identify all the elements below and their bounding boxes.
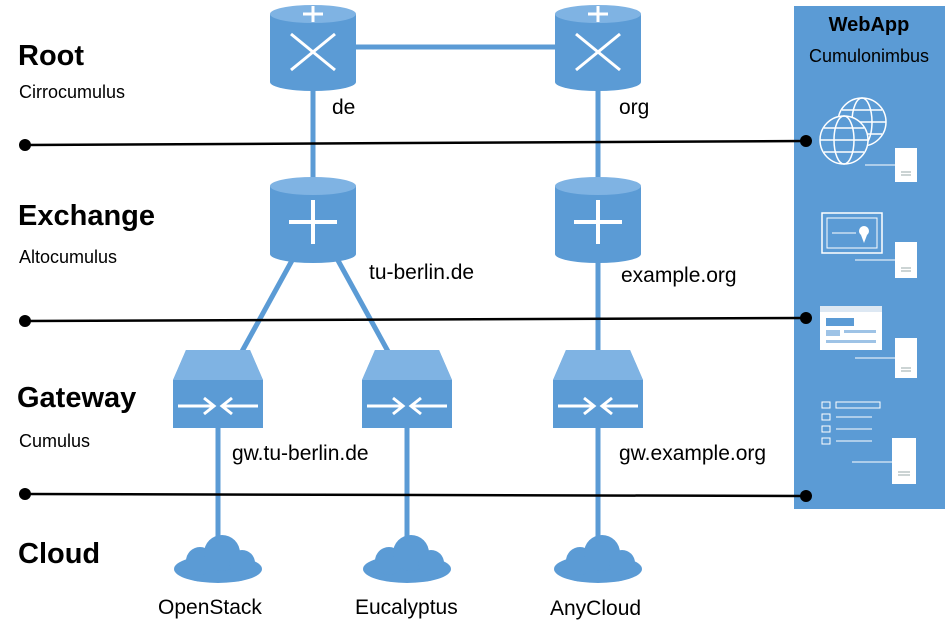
router-tu-berlin-icon bbox=[270, 177, 356, 263]
tier-subtitle-exchange: Altocumulus bbox=[19, 247, 118, 267]
cloud-label-openstack: OpenStack bbox=[158, 596, 262, 619]
bus-endpoints bbox=[19, 135, 812, 502]
bus-dot bbox=[19, 139, 31, 151]
cloud-label-eucalyptus: Eucalyptus bbox=[355, 596, 458, 619]
router-org-icon bbox=[555, 5, 641, 91]
globe-icon bbox=[819, 97, 887, 165]
cloud-label-anycloud: AnyCloud bbox=[550, 597, 642, 620]
bus-dot bbox=[19, 488, 31, 500]
bus-line-root bbox=[24, 139, 807, 147]
link-tu-berlin-gw1 bbox=[237, 253, 298, 357]
bus-dot bbox=[19, 315, 31, 327]
cloud-icon bbox=[174, 535, 262, 583]
tier-subtitle-gateway: Cumulus bbox=[19, 431, 91, 451]
browser-window-icon bbox=[820, 306, 882, 350]
gateway-switch-icon bbox=[553, 350, 643, 428]
cloud-icon bbox=[363, 535, 451, 583]
certificate-icon bbox=[821, 212, 883, 254]
list-document-icon bbox=[821, 401, 881, 445]
server-icon bbox=[852, 438, 916, 484]
router-example-icon bbox=[555, 177, 641, 263]
bus-line-gateway bbox=[24, 492, 807, 498]
router-label-example: example.org bbox=[621, 264, 737, 287]
tier-title-cloud: Cloud bbox=[18, 538, 101, 570]
tier-title-exchange: Exchange bbox=[18, 200, 155, 232]
tier-title-gateway: Gateway bbox=[17, 382, 137, 414]
tier-subtitle-root: Cirrocumulus bbox=[19, 82, 126, 102]
gateway-switch-icon bbox=[362, 350, 452, 428]
router-de-icon bbox=[270, 5, 356, 91]
server-icon bbox=[855, 242, 917, 278]
gateway-label-example: gw.example.org bbox=[619, 442, 767, 465]
bus-lines bbox=[24, 139, 807, 498]
tier-title-root: Root bbox=[18, 40, 85, 72]
cloud-icon bbox=[554, 535, 642, 583]
router-label-de: de bbox=[332, 96, 356, 119]
gateway-switch-icon bbox=[173, 350, 263, 428]
webapp-title: WebApp bbox=[828, 14, 910, 36]
bus-dot bbox=[800, 490, 812, 502]
link-tu-berlin-gw2 bbox=[332, 253, 393, 357]
bus-line-exchange bbox=[24, 316, 807, 323]
bus-dot bbox=[800, 312, 812, 324]
webapp-subtitle: Cumulonimbus bbox=[808, 46, 930, 66]
router-label-tu-berlin: tu-berlin.de bbox=[369, 261, 475, 284]
gateway-label-tu-berlin: gw.tu-berlin.de bbox=[232, 442, 369, 465]
links bbox=[215, 44, 601, 545]
server-icon bbox=[855, 338, 917, 378]
server-icon bbox=[865, 148, 917, 182]
webapp-panel bbox=[794, 6, 945, 509]
bus-dot bbox=[800, 135, 812, 147]
router-label-org: org bbox=[619, 96, 650, 119]
